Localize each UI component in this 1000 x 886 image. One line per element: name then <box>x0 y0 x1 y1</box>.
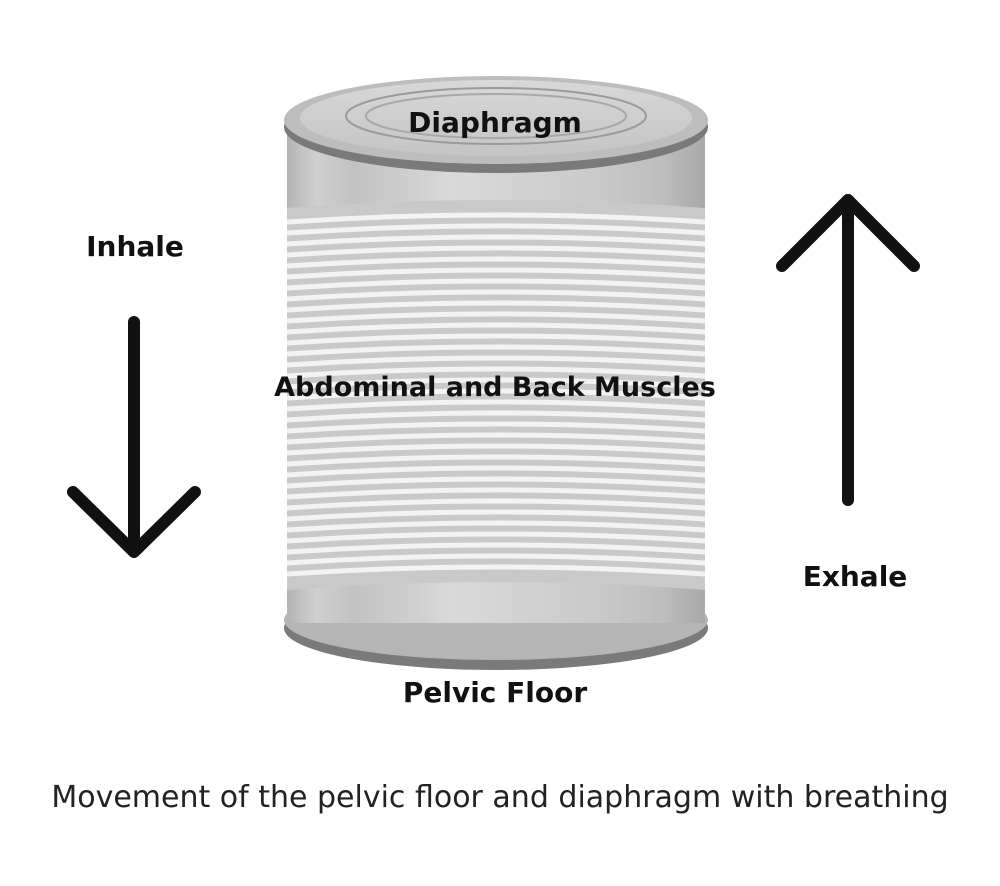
band-stripe <box>287 344 705 357</box>
band-stripe <box>287 223 705 236</box>
band-stripe <box>287 410 705 423</box>
band-stripe <box>287 498 705 511</box>
band-stripe <box>287 333 705 346</box>
band-stripe <box>287 421 705 434</box>
band-stripe <box>287 531 705 544</box>
band-stripe <box>287 564 705 577</box>
diaphragm-label: Diaphragm <box>408 106 582 139</box>
band-stripe <box>287 520 705 533</box>
up-arrow-icon <box>776 194 920 506</box>
band-stripe <box>287 300 705 313</box>
pelvic-floor-label: Pelvic Floor <box>402 676 588 709</box>
band-stripe <box>287 399 705 412</box>
band-stripe <box>287 553 705 566</box>
down-arrow-icon <box>67 316 201 558</box>
band-stripe <box>287 355 705 368</box>
band-stripe <box>287 443 705 456</box>
band-stripe <box>287 432 705 445</box>
band-stripe <box>287 542 705 555</box>
band-stripe <box>287 311 705 324</box>
band-stripe <box>287 245 705 258</box>
band-stripe <box>287 212 705 225</box>
band-stripe <box>287 278 705 291</box>
band-stripe <box>287 366 705 379</box>
inhale-label: Inhale <box>86 230 184 263</box>
band-stripe <box>287 465 705 478</box>
can-ribbed-band <box>287 200 705 590</box>
band-stripe <box>287 476 705 489</box>
band-stripe <box>287 256 705 269</box>
band-stripe <box>287 267 705 280</box>
can-top-lid <box>284 76 708 173</box>
band-stripe <box>287 289 705 302</box>
band-stripe <box>287 377 705 390</box>
band-stripe <box>287 388 705 401</box>
band-stripe <box>287 322 705 335</box>
band-stripe <box>287 234 705 247</box>
band-stripe <box>287 454 705 467</box>
band-stripe <box>287 509 705 522</box>
band-stripe <box>287 487 705 500</box>
abdominal-back-muscles-label: Abdominal and Back Muscles <box>274 372 716 403</box>
caption: Movement of the pelvic floor and diaphra… <box>51 780 949 815</box>
exhale-label: Exhale <box>802 560 908 593</box>
